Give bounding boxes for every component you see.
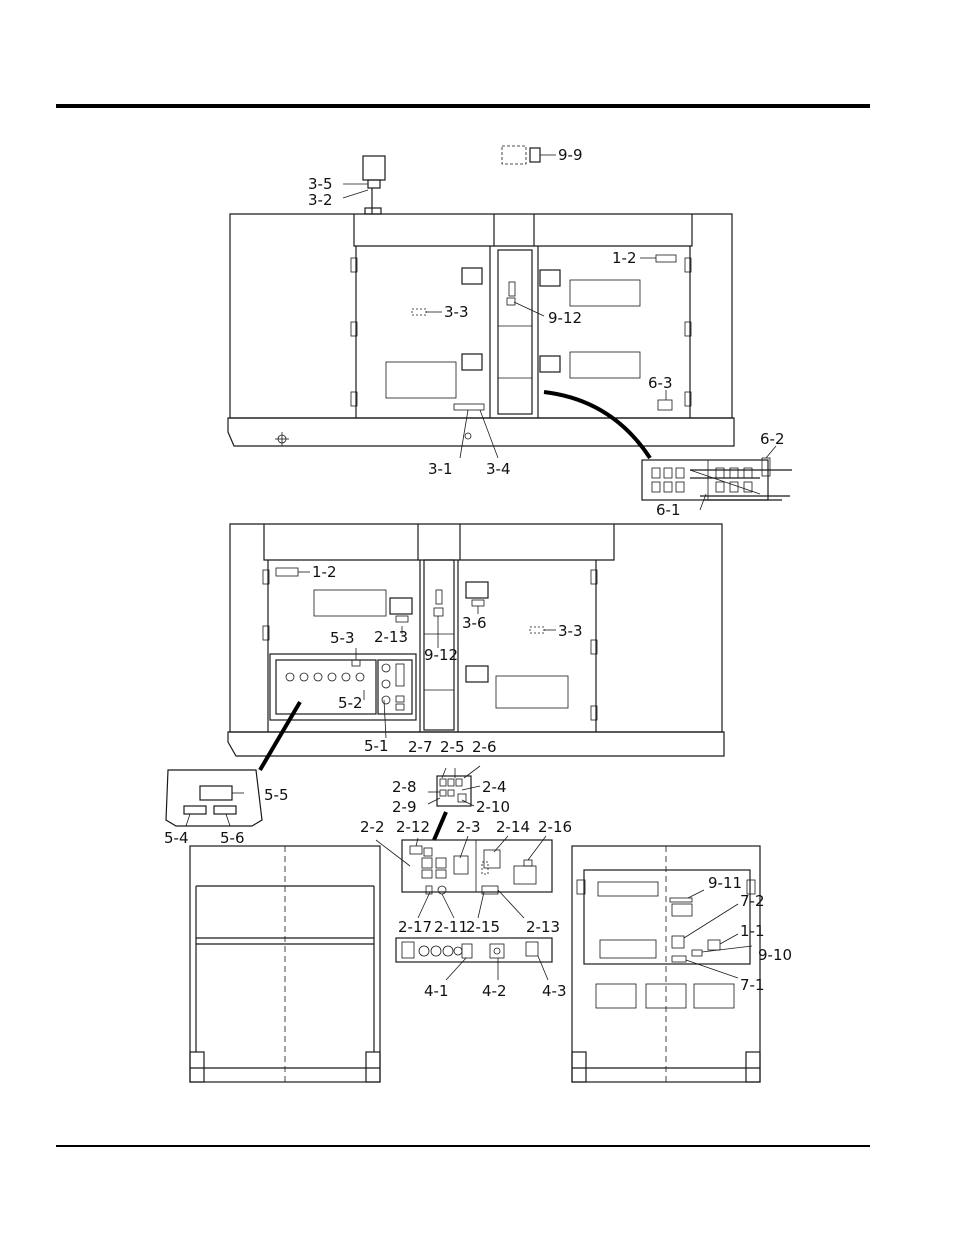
callout-9-10: 9-10 xyxy=(758,946,792,964)
callout-3-3: 3-3 xyxy=(444,303,469,321)
callout-2-16: 2-16 xyxy=(538,818,572,836)
callout-2-2: 2-2 xyxy=(360,818,385,836)
callout-2-8: 2-8 xyxy=(392,778,417,796)
callout-7-1: 7-1 xyxy=(740,976,765,994)
callout-2-17: 2-17 xyxy=(398,918,432,936)
callout-5-4: 5-4 xyxy=(164,829,189,847)
callout-2-6: 2-6 xyxy=(472,738,497,756)
detail-2-panel xyxy=(376,836,552,918)
callout-3-4: 3-4 xyxy=(486,460,511,478)
callout-5-1: 5-1 xyxy=(364,737,389,755)
callout-2-13: 2-13 xyxy=(526,918,560,936)
callout-9-12: 9-12 xyxy=(424,646,458,664)
callout-4-1: 4-1 xyxy=(424,982,449,1000)
callout-3-1: 3-1 xyxy=(428,460,453,478)
callout-2-4: 2-4 xyxy=(482,778,507,796)
callout-9-9: 9-9 xyxy=(558,146,583,164)
callout-6-2: 6-2 xyxy=(760,430,785,448)
callout-6-1: 6-1 xyxy=(656,501,681,519)
callout-2-7: 2-7 xyxy=(408,738,433,756)
detail-5 xyxy=(166,770,262,826)
lower-side-view xyxy=(228,524,724,770)
callout-2-14: 2-14 xyxy=(496,818,530,836)
callout-2-12: 2-12 xyxy=(396,818,430,836)
callout-3-2: 3-2 xyxy=(308,191,333,209)
callout-5-5: 5-5 xyxy=(264,786,289,804)
callout-2-10: 2-10 xyxy=(476,798,510,816)
callout-2-13: 2-13 xyxy=(374,628,408,646)
callout-9-12: 9-12 xyxy=(548,309,582,327)
callout-5-2: 5-2 xyxy=(338,694,363,712)
callout-2-9: 2-9 xyxy=(392,798,417,816)
callout-5-6: 5-6 xyxy=(220,829,245,847)
callout-6-3: 6-3 xyxy=(648,374,673,392)
end-view-left xyxy=(190,846,380,1082)
callout-2-5: 2-5 xyxy=(440,738,465,756)
callout-2-3: 2-3 xyxy=(456,818,481,836)
callout-4-2: 4-2 xyxy=(482,982,507,1000)
callout-9-11: 9-11 xyxy=(708,874,742,892)
detail-4-strip xyxy=(396,938,552,980)
callout-7-2: 7-2 xyxy=(740,892,765,910)
callout-1-1: 1-1 xyxy=(740,922,765,940)
callout-4-3: 4-3 xyxy=(542,982,567,1000)
callout-2-11: 2-11 xyxy=(434,918,468,936)
callout-5-3: 5-3 xyxy=(330,629,355,647)
callout-labels: 9-9 3-5 3-2 1-2 3-3 9-12 6-3 3-1 3-4 6-2… xyxy=(164,146,792,1000)
callout-1-2: 1-2 xyxy=(312,563,337,581)
callout-3-6: 3-6 xyxy=(462,614,487,632)
callout-1-2: 1-2 xyxy=(612,249,637,267)
callout-3-3: 3-3 xyxy=(558,622,583,640)
callout-2-15: 2-15 xyxy=(466,918,500,936)
